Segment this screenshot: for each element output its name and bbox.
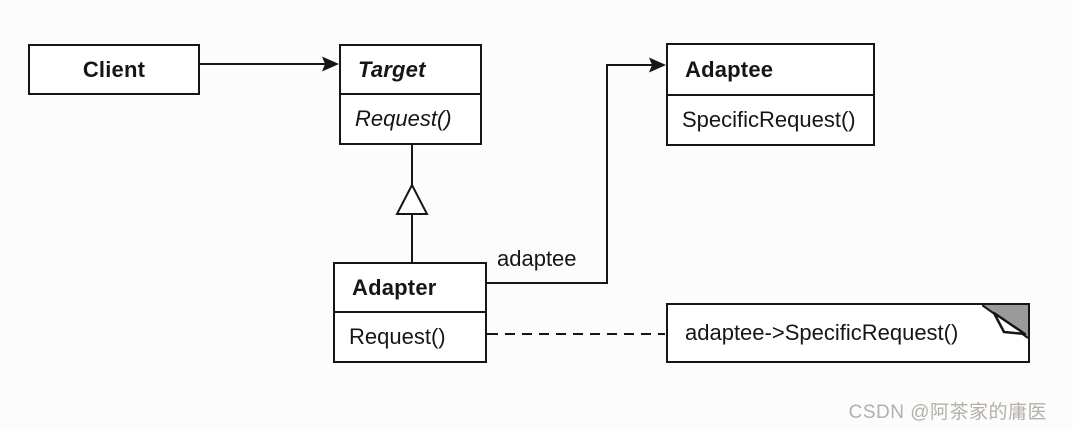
- class-name: Adapter: [352, 274, 437, 300]
- inheritance-triangle-icon: [395, 182, 429, 215]
- filled-arrowhead-icon: [649, 57, 666, 73]
- adapter-target-inheritance: [395, 145, 429, 262]
- adaptee-edge-label: adaptee: [497, 246, 577, 271]
- class-method: Request(): [341, 93, 480, 143]
- class-method: Request(): [335, 311, 485, 361]
- implementation-note: adaptee->SpecificRequest(): [666, 303, 1030, 363]
- class-target: Target Request(): [339, 44, 482, 145]
- class-name: Target: [358, 56, 426, 82]
- note-text: adaptee->SpecificRequest(): [685, 320, 959, 345]
- class-client: Client: [28, 44, 200, 95]
- class-name: Adaptee: [685, 56, 774, 82]
- csdn-watermark: CSDN @阿茶家的庸医: [848, 402, 1047, 423]
- class-adaptee: Adaptee SpecificRequest(): [666, 43, 875, 146]
- request-note-connector: [457, 326, 665, 342]
- class-method: SpecificRequest(): [668, 94, 873, 144]
- filled-arrowhead-icon: [322, 56, 339, 72]
- class-adapter: Adapter Request(): [333, 262, 487, 363]
- note-dog-ear-icon: [982, 305, 1028, 339]
- client-target-association: [200, 56, 339, 72]
- class-name: Client: [82, 56, 146, 82]
